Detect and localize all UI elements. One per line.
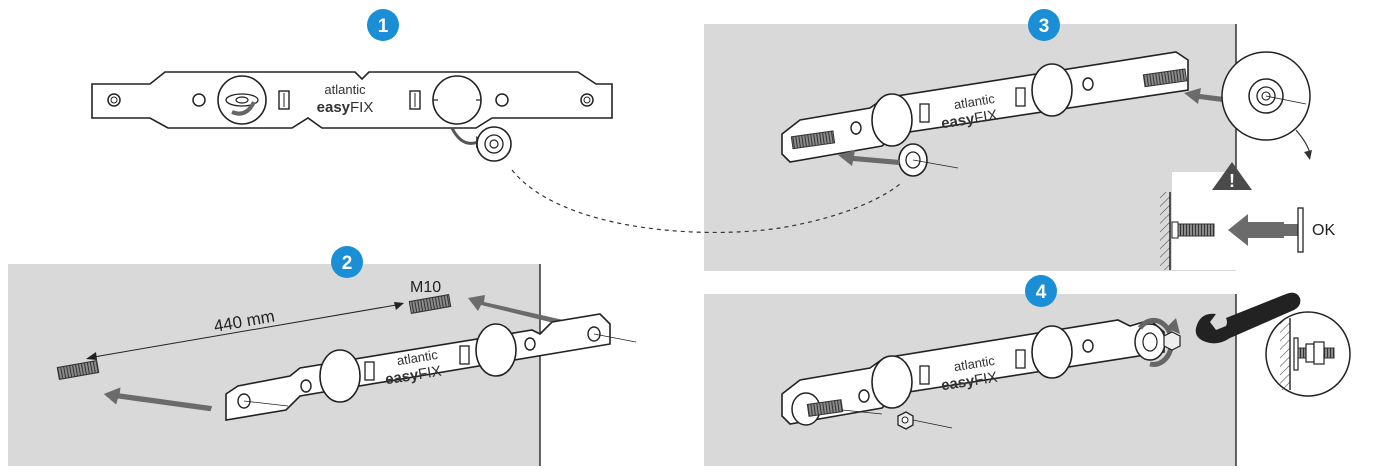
- step-number-2: 2: [342, 253, 353, 274]
- step-1-bracket: atlantic easyFIX: [91, 71, 613, 162]
- step-number-1: 1: [378, 16, 389, 37]
- wrench-icon: [1195, 292, 1301, 344]
- step-badge-2: 2: [331, 246, 363, 278]
- brand-easyfix-2: easyFIX: [384, 363, 443, 389]
- ok-label: OK: [1312, 222, 1335, 239]
- step-badge-4: 4: [1025, 275, 1057, 307]
- orientation-check-inset: ! OK: [1080, 162, 1390, 270]
- brand-atlantic: atlantic: [324, 82, 366, 97]
- step-number-4: 4: [1036, 282, 1047, 303]
- brand-easyfix-3: easyFIX: [940, 107, 999, 133]
- push-arrow-right: [468, 295, 572, 327]
- push-arrow-3a: [838, 150, 900, 166]
- zoom-nut-detail: [1265, 311, 1351, 397]
- step-badge-1: 1: [367, 9, 399, 41]
- washer-transfer-path: [511, 169, 901, 234]
- bolt-right-3: [1142, 68, 1188, 88]
- brand-atlantic-2: atlantic: [396, 347, 440, 368]
- brand-easyfix-4: easyFIX: [940, 369, 999, 395]
- wall-bolt-right: [408, 294, 452, 314]
- warning-icon: [1212, 162, 1252, 190]
- step-3-washers: atlantic easyFIX: [781, 51, 1312, 177]
- push-arrow-left: [103, 387, 213, 412]
- brand-easyfix: easyFIX: [317, 99, 374, 116]
- step-badge-3: 3: [1028, 9, 1060, 41]
- warning-symbol: !: [1229, 171, 1235, 191]
- wall-bolt-left: [56, 360, 100, 380]
- bolt-size-label: M10: [410, 279, 441, 296]
- step-number-3: 3: [1039, 16, 1050, 37]
- step-4-tighten: atlantic easyFIX: [781, 292, 1351, 430]
- brand-atlantic-4: atlantic: [953, 353, 997, 374]
- bolt-left-3: [790, 130, 836, 150]
- step-2-mounting: 440 mm M10 atlantic easyFIX: [56, 279, 637, 421]
- push-arrow-inset: [1228, 214, 1284, 246]
- brand-atlantic-3: atlantic: [953, 91, 997, 112]
